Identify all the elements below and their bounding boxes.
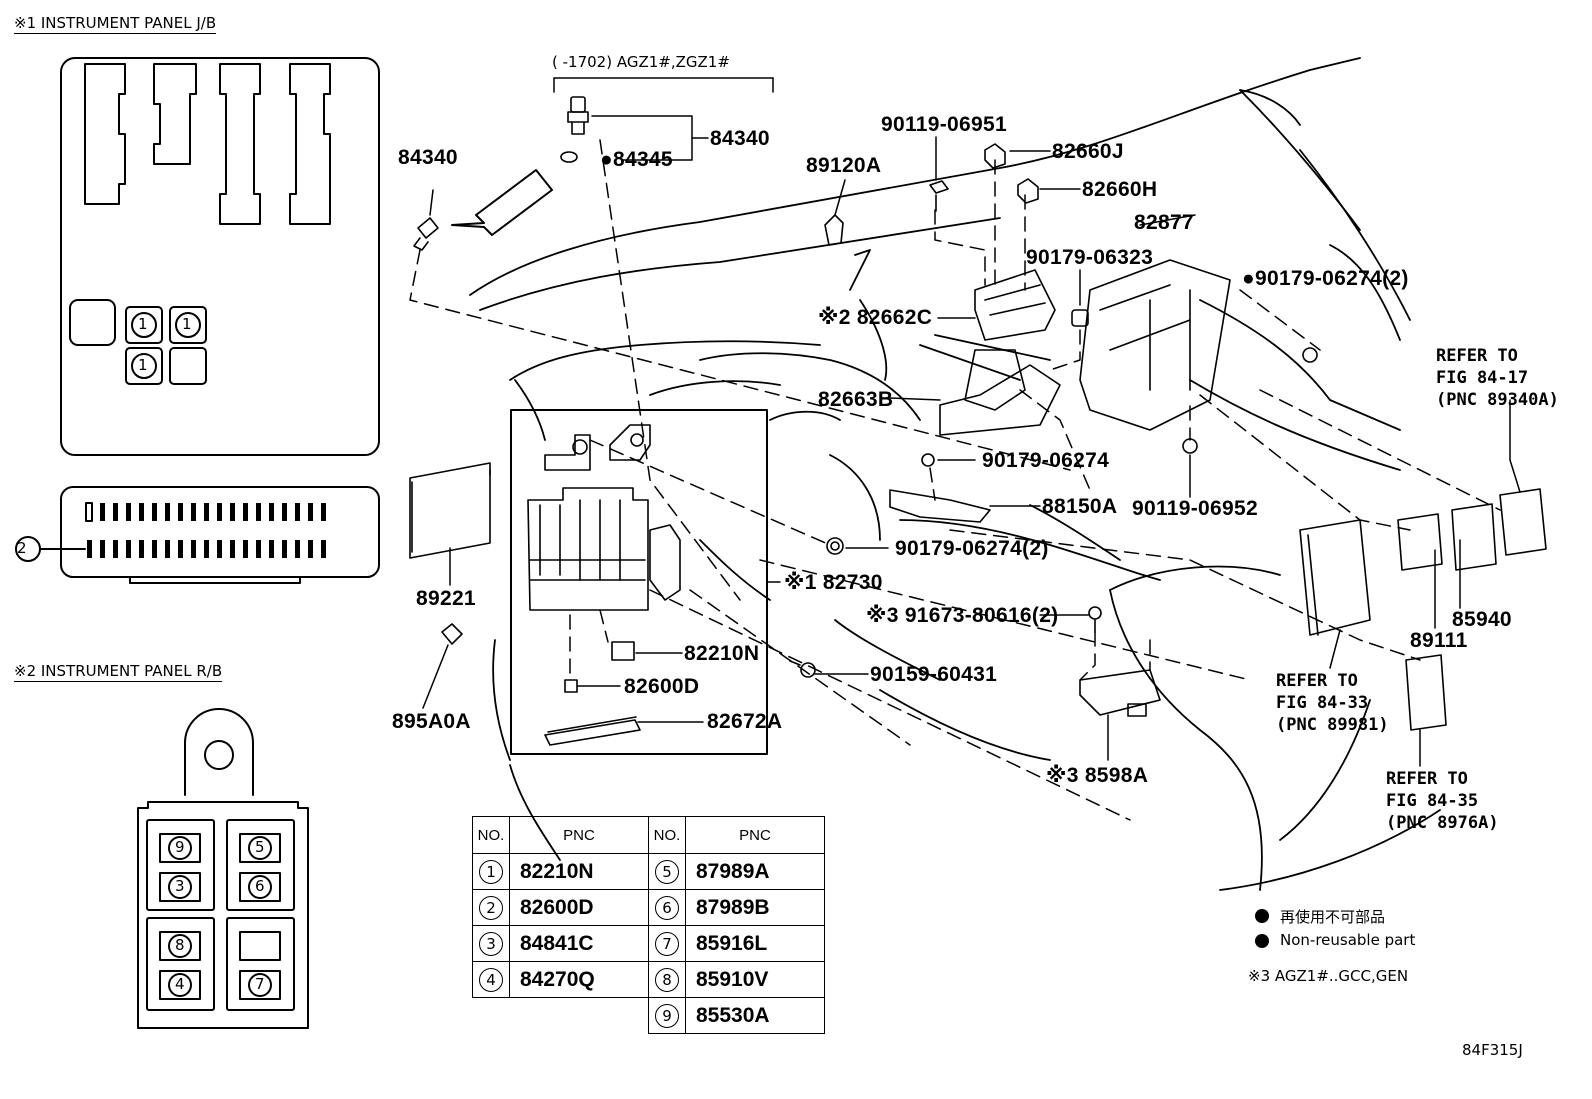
table-row: 2 82600D 6 87989B xyxy=(472,889,825,926)
callout-82662c[interactable]: ※2 82662C xyxy=(818,306,933,329)
pnc-value[interactable]: 82210N xyxy=(509,853,649,890)
callout-895a0a[interactable]: 895A0A xyxy=(392,710,471,733)
callout-82663b[interactable]: 82663B xyxy=(818,388,894,411)
reference-line: REFER TO xyxy=(1386,769,1468,789)
jb-fuse-number: 1 xyxy=(138,356,148,374)
table-row: 9 85530A xyxy=(473,997,825,1034)
table-row: 4 84270Q 8 85910V xyxy=(472,961,825,998)
row-number: 5 xyxy=(655,859,679,884)
callout-85940[interactable]: 85940 xyxy=(1452,608,1512,631)
pnc-value[interactable]: 84270Q xyxy=(509,961,649,998)
rb-fuse-number: 8 xyxy=(175,936,185,954)
row-number: 8 xyxy=(655,967,679,992)
rb-inset-frame xyxy=(137,708,309,1029)
callout-89221[interactable]: 89221 xyxy=(416,587,476,610)
callout-82660j[interactable]: 82660J xyxy=(1052,140,1124,163)
callout-90179-06274[interactable]: 90179-06274 xyxy=(982,449,1110,472)
col-header-no: NO. xyxy=(648,816,686,854)
table-row: 3 84841C 7 85916L xyxy=(472,925,825,962)
leader-lines xyxy=(422,77,1521,767)
pnc-value[interactable]: 85916L xyxy=(685,925,825,962)
rb-fuse-number: 3 xyxy=(175,877,185,895)
row-number: 2 xyxy=(479,895,503,920)
pnc-value[interactable]: 85530A xyxy=(685,997,825,1034)
pnc-value[interactable]: 87989A xyxy=(685,853,825,890)
pnc-value[interactable]: 82600D xyxy=(509,889,649,926)
callout-90119-06952[interactable]: 90119-06952 xyxy=(1132,497,1258,520)
table-row: 1 82210N 5 87989A xyxy=(472,853,825,890)
jb-fuse-slots xyxy=(125,306,207,385)
callout-90179-06323[interactable]: 90179-06323 xyxy=(1026,246,1154,269)
variant-label: ( -1702) AGZ1#,ZGZ1# xyxy=(552,53,730,71)
jb-fuse-number: 1 xyxy=(182,315,192,333)
callout-82660h[interactable]: 82660H xyxy=(1082,178,1158,201)
row-number: 1 xyxy=(479,859,503,884)
legend-nonreusable-en: Non-reusable part xyxy=(1280,931,1416,949)
callout-8598a[interactable]: ※3 8598A xyxy=(1046,764,1149,787)
small-parts xyxy=(409,96,1547,731)
rb-fuse-number: 5 xyxy=(255,838,265,856)
reference-fig-84-35[interactable]: REFER TO FIG 84-35 (PNC 8976A) xyxy=(1386,768,1499,834)
jb-connector-number: 2 xyxy=(17,539,27,557)
callout-82672a[interactable]: 82672A xyxy=(707,710,783,733)
pnc-value[interactable]: 85910V xyxy=(685,961,825,998)
callout-90179-06274-2[interactable]: 90179-06274(2) xyxy=(895,537,1049,560)
callout-88150a[interactable]: 88150A xyxy=(1042,495,1118,518)
callout-90159-60431[interactable]: 90159-60431 xyxy=(870,663,998,686)
reference-line: (PNC 89340A) xyxy=(1436,390,1559,410)
callout-84340[interactable]: 84340 xyxy=(398,146,458,169)
nonreusable-dot-1 xyxy=(1255,909,1269,923)
callout-90119-06951[interactable]: 90119-06951 xyxy=(881,113,1007,136)
jb-inset-frame xyxy=(60,57,380,456)
reference-line: (PNC 89981) xyxy=(1276,715,1389,735)
row-number: 6 xyxy=(655,895,679,920)
jb-connector-strip xyxy=(15,486,380,584)
reference-fig-84-17[interactable]: REFER TO FIG 84-17 (PNC 89340A) xyxy=(1436,345,1559,411)
reference-line: FIG 84-17 xyxy=(1436,368,1529,388)
legend-note-3: ※3 AGZ1#..GCC,GEN xyxy=(1248,967,1409,985)
reference-line: FIG 84-33 xyxy=(1276,693,1369,713)
callout-82600d[interactable]: 82600D xyxy=(624,675,700,698)
row-number: 4 xyxy=(479,967,503,992)
callout-89120a[interactable]: 89120A xyxy=(806,154,882,177)
callout-82210n[interactable]: 82210N xyxy=(684,642,760,665)
col-header-pnc: PNC xyxy=(685,816,825,854)
nonreusable-dot-2 xyxy=(1255,934,1269,948)
col-header-pnc: PNC xyxy=(509,816,649,854)
callout-82877[interactable]: 82877 xyxy=(1134,211,1194,234)
reference-line: (PNC 8976A) xyxy=(1386,813,1499,833)
callout-89111[interactable]: 89111 xyxy=(1410,629,1468,652)
callout-90179-06274-2[interactable]: ●90179-06274(2) xyxy=(1242,267,1409,290)
row-number: 3 xyxy=(479,931,503,956)
figure-id: 84F315J xyxy=(1462,1041,1523,1059)
reference-line: FIG 84-35 xyxy=(1386,791,1479,811)
callout-84340[interactable]: 84340 xyxy=(710,127,770,150)
dashed-guides xyxy=(409,139,1501,821)
callout-84345[interactable]: ●84345 xyxy=(600,148,673,171)
pnc-value[interactable]: 84841C xyxy=(509,925,649,962)
rb-fuse-number: 6 xyxy=(255,877,265,895)
rb-fuse-number: 7 xyxy=(255,975,265,993)
rb-inset-header: ※2 INSTRUMENT PANEL R/B xyxy=(14,662,223,682)
legend-nonreusable-jp: 再使用不可部品 xyxy=(1280,908,1386,926)
reference-line: REFER TO xyxy=(1276,671,1358,691)
col-header-no: NO. xyxy=(472,816,510,854)
rb-fuse-number: 4 xyxy=(175,975,185,993)
rb-fuse-number: 9 xyxy=(175,838,185,856)
row-number: 7 xyxy=(655,931,679,956)
row-number: 9 xyxy=(655,1003,679,1028)
jb-inset-header: ※1 INSTRUMENT PANEL J/B xyxy=(14,14,217,34)
jb-fuse-number: 1 xyxy=(138,315,148,333)
dashboard-outline xyxy=(469,57,1441,891)
callout-82730[interactable]: ※1 82730 xyxy=(784,571,883,594)
pnc-value[interactable]: 87989B xyxy=(685,889,825,926)
reference-line: REFER TO xyxy=(1436,346,1518,366)
pnc-table: NO. PNC NO. PNC 1 82210N 5 87989A 2 8260… xyxy=(472,816,825,1034)
reference-fig-84-33[interactable]: REFER TO FIG 84-33 (PNC 89981) xyxy=(1276,670,1389,736)
callout-91673-80616[interactable]: ※3 91673-80616(2) xyxy=(866,604,1059,627)
jb-assembly-parts xyxy=(527,424,681,746)
